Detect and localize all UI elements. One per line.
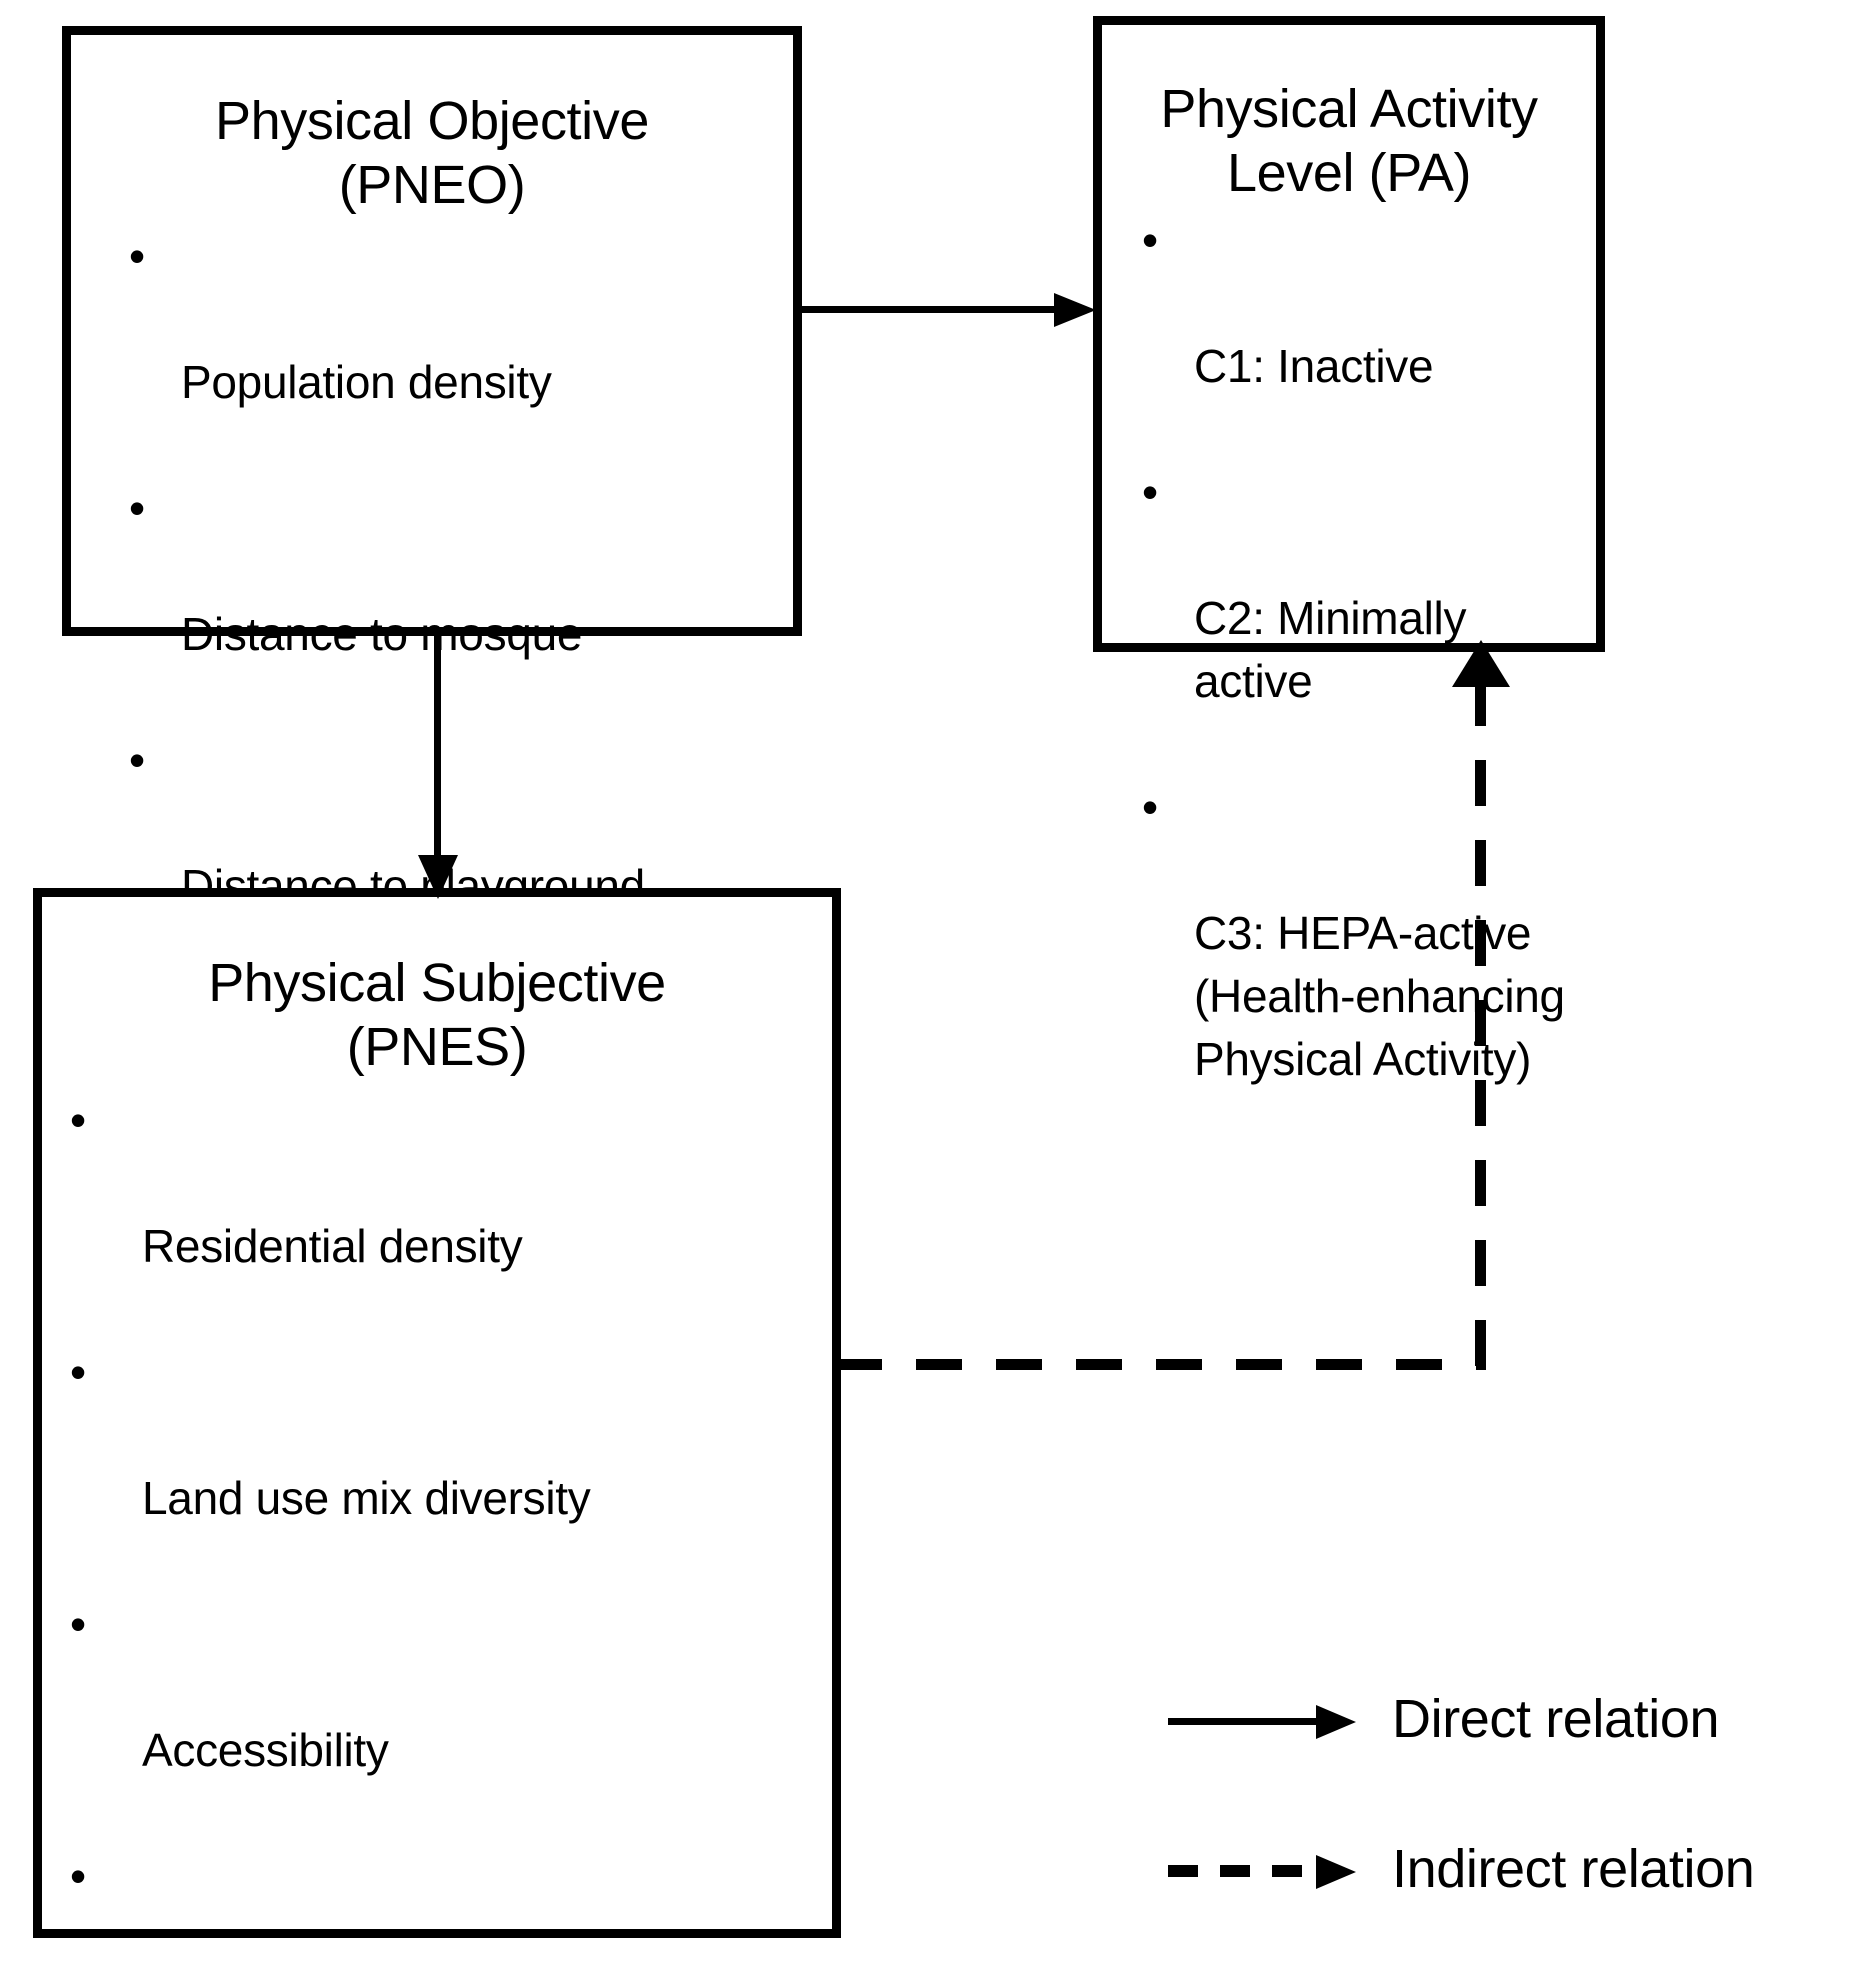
edge-pneo-to-pa-arrow bbox=[796, 293, 1096, 327]
list-item: • C2: Minimally active bbox=[1142, 461, 1596, 776]
list-item: • C3: HEPA-active (Health-enhancing Phys… bbox=[1142, 776, 1596, 1154]
list-item-label: Population density bbox=[181, 356, 552, 408]
node-list-pnes: • Residential density • Land use mix div… bbox=[42, 1089, 832, 1962]
legend-item-indirect: Indirect relation bbox=[1140, 1810, 1840, 1960]
node-box-pnes: Physical Subjective (PNES) • Residential… bbox=[33, 888, 841, 1938]
bullet-icon: • bbox=[129, 482, 145, 534]
legend-label-indirect: Indirect relation bbox=[1392, 1839, 1755, 1899]
bullet-icon: • bbox=[70, 1346, 86, 1398]
node-list-pa: • C1: Inactive • C2: Minimally active • … bbox=[1102, 209, 1596, 1154]
bullet-icon: • bbox=[129, 230, 145, 282]
node-title-pnes: Physical Subjective (PNES) bbox=[208, 953, 666, 1077]
edge-pnes-to-pa-dashed-vertical bbox=[1475, 680, 1486, 1366]
list-item-label: Accessibility bbox=[142, 1724, 389, 1776]
list-item: • Population density bbox=[129, 225, 793, 477]
bullet-icon: • bbox=[70, 1598, 86, 1650]
edge-shaft bbox=[796, 306, 1058, 313]
list-item: • Residential density bbox=[70, 1089, 832, 1341]
bullet-icon: • bbox=[1142, 781, 1158, 833]
list-item: • C1: Inactive bbox=[1142, 209, 1596, 461]
legend: Direct relation Indirect relation bbox=[1140, 1660, 1840, 1960]
list-item: • Accessibility bbox=[70, 1593, 832, 1845]
edge-shaft bbox=[434, 630, 441, 862]
list-item-label: C2: Minimally active bbox=[1194, 592, 1467, 707]
arrowhead-right-icon bbox=[1316, 1705, 1356, 1739]
legend-shaft bbox=[1168, 1865, 1320, 1877]
list-item-label: C1: Inactive bbox=[1194, 340, 1434, 392]
node-title-pneo: Physical Objective (PNEO) bbox=[215, 91, 649, 215]
bullet-icon: • bbox=[70, 1850, 86, 1902]
legend-label-direct: Direct relation bbox=[1392, 1689, 1720, 1749]
arrowhead-right-icon bbox=[1316, 1855, 1356, 1889]
bullet-icon: • bbox=[70, 1094, 86, 1146]
bullet-icon: • bbox=[129, 734, 145, 786]
bullet-icon: • bbox=[1142, 466, 1158, 518]
list-item: • Land use mix diversity bbox=[70, 1341, 832, 1593]
list-item-label: C3: HEPA-active (Health-enhancing Physic… bbox=[1194, 907, 1565, 1085]
edge-pneo-to-pnes-arrow bbox=[418, 630, 458, 899]
dashed-arrow-icon bbox=[1140, 1852, 1360, 1892]
list-item-label: Residential density bbox=[142, 1220, 523, 1272]
bullet-icon: • bbox=[1142, 214, 1158, 266]
solid-arrow-icon bbox=[1140, 1702, 1360, 1742]
arrowhead-up-icon bbox=[1452, 640, 1510, 687]
arrowhead-down-icon bbox=[418, 855, 458, 899]
list-item: • Street connectivity bbox=[70, 1845, 832, 1962]
list-item-label: Distance to mosque bbox=[181, 608, 583, 660]
list-item: • Distance to mosque bbox=[129, 477, 793, 729]
legend-shaft bbox=[1168, 1718, 1320, 1725]
edge-pnes-to-pa-dashed-horizontal bbox=[836, 1359, 1486, 1370]
legend-item-direct: Direct relation bbox=[1140, 1660, 1840, 1810]
node-box-pneo: Physical Objective (PNEO) • Population d… bbox=[62, 26, 802, 1416]
list-item-label: Land use mix diversity bbox=[142, 1472, 591, 1524]
node-box-pa: Physical Activity Level (PA) • C1: Inact… bbox=[1093, 16, 1605, 1085]
arrowhead-right-icon bbox=[1054, 293, 1096, 327]
node-title-pa: Physical Activity Level (PA) bbox=[1160, 79, 1538, 203]
